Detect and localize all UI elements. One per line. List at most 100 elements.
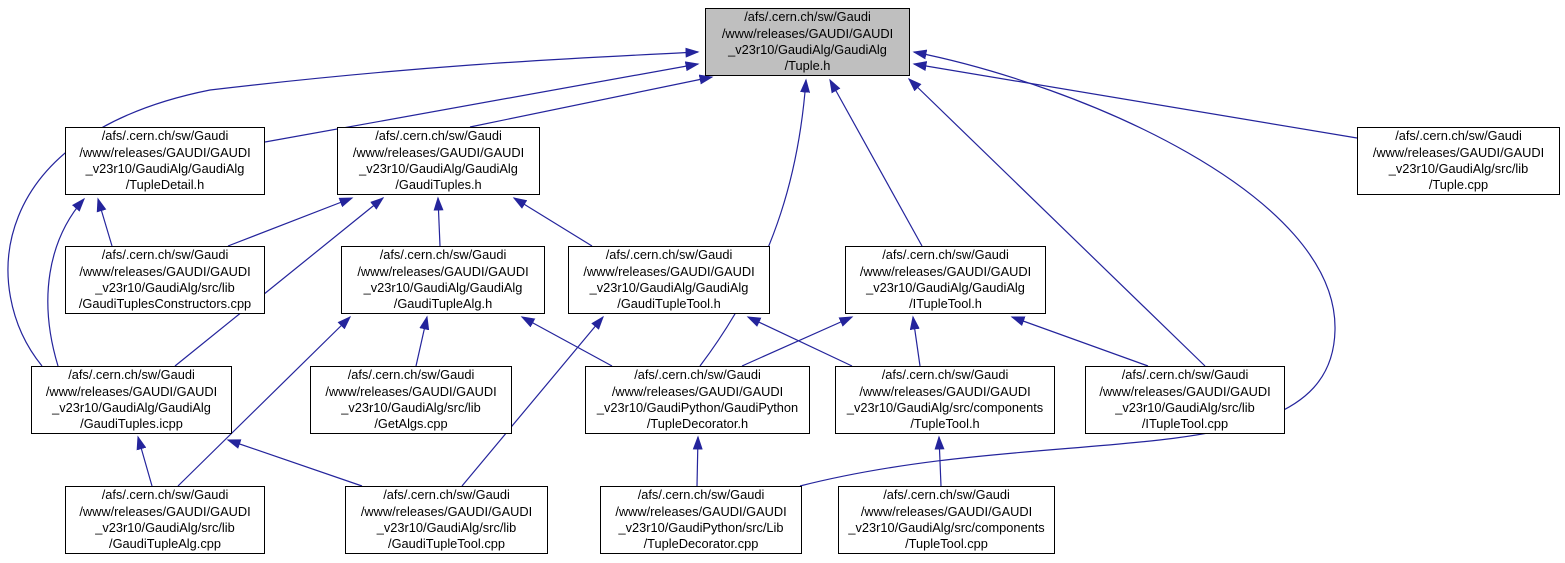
node-label-line-2: /www/releases/GAUDI/GAUDI	[79, 144, 251, 160]
node-label-line-1: /afs/.cern.ch/sw/Gaudi	[68, 367, 195, 383]
edge-gaudituplesconstructors-cpp-to-gaudituples-h	[227, 197, 354, 247]
node-tupledetail-h[interactable]: /afs/.cern.ch/sw/Gaudi /www/releases/GAU…	[65, 127, 265, 195]
edge-gauditupletool-cpp-to-gaudituples-icpp	[226, 439, 363, 487]
node-gaudituplealg-h[interactable]: /afs/.cern.ch/sw/Gaudi /www/releases/GAU…	[341, 246, 545, 314]
node-label-line-1: /afs/.cern.ch/sw/Gaudi	[375, 128, 502, 144]
node-gaudituplealg-cpp[interactable]: /afs/.cern.ch/sw/Gaudi /www/releases/GAU…	[65, 486, 265, 554]
node-gaudituplesconstructors-cpp[interactable]: /afs/.cern.ch/sw/Gaudi /www/releases/GAU…	[65, 246, 265, 314]
node-label-line-1: /afs/.cern.ch/sw/Gaudi	[101, 487, 229, 503]
node-label-line-4: /Tuple.h	[784, 58, 831, 74]
node-label-line-2: /www/releases/GAUDI/GAUDI	[1372, 144, 1545, 160]
node-gauditupletool-h[interactable]: /afs/.cern.ch/sw/Gaudi /www/releases/GAU…	[568, 246, 770, 314]
node-label-line-4: /TupleTool.h	[910, 416, 980, 432]
node-label-line-1: /afs/.cern.ch/sw/Gaudi	[379, 247, 507, 263]
node-label-line-4: /GaudiTuples.icpp	[80, 416, 183, 432]
node-tupledecorator-cpp[interactable]: /afs/.cern.ch/sw/Gaudi /www/releases/GAU…	[600, 486, 802, 554]
edge-gaudituples-icpp-to-tuple-h	[7, 47, 700, 367]
edge-gaudituplealg-cpp-to-gaudituples-icpp	[136, 435, 153, 487]
node-label-line-2: /www/releases/GAUDI/GAUDI	[583, 263, 755, 279]
edge-itupletool-cpp-to-tuple-h	[907, 77, 1206, 367]
node-label-line-4: /GaudiTupleTool.cpp	[388, 536, 505, 552]
node-label-line-1: /afs/.cern.ch/sw/Gaudi	[882, 247, 1009, 263]
node-label-line-2: /www/releases/GAUDI/GAUDI	[860, 503, 1033, 519]
node-label-line-4: /ITupleTool.cpp	[1141, 416, 1229, 432]
node-label-line-2: /www/releases/GAUDI/GAUDI	[721, 25, 894, 41]
node-label-line-3: _v23r10/GaudiAlg/src/lib	[1115, 400, 1255, 415]
node-label-line-1: /afs/.cern.ch/sw/Gaudi	[883, 487, 1010, 503]
node-label-line-3: _v23r10/GaudiAlg/GaudiAlg	[52, 400, 211, 415]
edge-getalgs-cpp-to-gaudituplealg-h	[415, 315, 430, 367]
edge-itupletool-cpp-to-itupletool-h	[1010, 316, 1149, 367]
node-label-line-3: _v23r10/GaudiAlg/GaudiAlg	[85, 161, 245, 176]
node-label-line-4: /GaudiTuples.h	[395, 177, 482, 193]
node-label-line-4: /Tuple.cpp	[1428, 177, 1489, 193]
node-label-line-2: /www/releases/GAUDI/GAUDI	[352, 144, 525, 160]
node-label-line-2: /www/releases/GAUDI/GAUDI	[859, 383, 1031, 399]
node-label-line-4: /ITupleTool.h	[909, 296, 982, 312]
include-edges	[7, 47, 1358, 487]
node-label-line-1: /afs/.cern.ch/sw/Gaudi	[637, 487, 765, 503]
node-itupletool-h[interactable]: /afs/.cern.ch/sw/Gaudi /www/releases/GAU…	[845, 246, 1046, 314]
node-tupledecorator-h[interactable]: /afs/.cern.ch/sw/Gaudi /www/releases/GAU…	[585, 366, 810, 434]
node-label-line-1: /afs/.cern.ch/sw/Gaudi	[881, 367, 1009, 383]
edge-tupledecorator-h-to-itupletool-h	[741, 316, 854, 367]
edge-gaudituples-h-to-tuple-h	[469, 74, 714, 128]
node-label-line-4: /GaudiTupleAlg.h	[393, 296, 493, 312]
node-gauditupletool-cpp[interactable]: /afs/.cern.ch/sw/Gaudi /www/releases/GAU…	[345, 486, 548, 554]
node-label-line-3: _v23r10/GaudiPython/src/Lib	[618, 520, 784, 535]
node-label-line-3: _v23r10/GaudiAlg/src/lib	[341, 400, 481, 415]
edge-tupledecorator-cpp-to-tuple-h	[799, 49, 1336, 487]
edge-tupledecorator-cpp-to-tupledecorator-h	[692, 435, 703, 487]
node-label-line-2: /www/releases/GAUDI/GAUDI	[357, 263, 529, 279]
node-label-line-3: _v23r10/GaudiPython/GaudiPython	[596, 400, 799, 415]
node-label-line-2: /www/releases/GAUDI/GAUDI	[615, 503, 787, 519]
node-tupletool-cpp[interactable]: /afs/.cern.ch/sw/Gaudi /www/releases/GAU…	[838, 486, 1055, 554]
edge-tupledecorator-h-to-tuple-h	[699, 78, 811, 367]
node-label-line-2: /www/releases/GAUDI/GAUDI	[859, 263, 1032, 279]
node-label-line-1: /afs/.cern.ch/sw/Gaudi	[1121, 367, 1249, 383]
edge-tuple-cpp-to-tuple-h	[912, 61, 1358, 139]
node-label-line-1: /afs/.cern.ch/sw/Gaudi	[744, 9, 871, 25]
node-label-line-2: /www/releases/GAUDI/GAUDI	[360, 503, 533, 519]
node-gaudituples-h[interactable]: /afs/.cern.ch/sw/Gaudi /www/releases/GAU…	[337, 127, 540, 195]
node-label-line-2: /www/releases/GAUDI/GAUDI	[79, 503, 251, 519]
node-label-line-4: /GetAlgs.cpp	[374, 416, 448, 432]
node-label-line-4: /TupleDetail.h	[125, 177, 205, 193]
node-label-line-1: /afs/.cern.ch/sw/Gaudi	[101, 247, 229, 263]
node-label-line-3: _v23r10/GaudiAlg/src/lib	[1388, 161, 1529, 176]
node-label-line-3: _v23r10/GaudiAlg/src/lib	[376, 520, 517, 535]
node-label-line-1: /afs/.cern.ch/sw/Gaudi	[1395, 128, 1522, 144]
node-label-line-3: _v23r10/GaudiAlg/GaudiAlg	[866, 280, 1025, 295]
edge-gauditupletool-h-to-gaudituples-h	[512, 197, 593, 247]
edge-gaudituplesconstructors-cpp-to-tupledetail-h	[96, 197, 113, 247]
node-itupletool-cpp[interactable]: /afs/.cern.ch/sw/Gaudi /www/releases/GAU…	[1085, 366, 1285, 434]
node-getalgs-cpp[interactable]: /afs/.cern.ch/sw/Gaudi /www/releases/GAU…	[310, 366, 512, 434]
node-label-line-4: /GaudiTupleTool.h	[617, 296, 721, 312]
edge-tupletool-h-to-gauditupletool-h	[746, 316, 853, 367]
node-tuple-cpp[interactable]: /afs/.cern.ch/sw/Gaudi /www/releases/GAU…	[1357, 127, 1560, 195]
node-tupletool-h[interactable]: /afs/.cern.ch/sw/Gaudi /www/releases/GAU…	[835, 366, 1055, 434]
node-label-line-3: _v23r10/GaudiAlg/src/components	[846, 400, 1044, 415]
edge-gauditupletool-cpp-to-gauditupletool-h	[461, 315, 604, 487]
node-label-line-1: /afs/.cern.ch/sw/Gaudi	[101, 128, 229, 144]
node-label-line-3: _v23r10/GaudiAlg/GaudiAlg	[363, 280, 523, 295]
node-label-line-3: _v23r10/GaudiAlg/GaudiAlg	[728, 42, 887, 57]
node-label-line-3: _v23r10/GaudiAlg/GaudiAlg	[359, 161, 518, 176]
edge-gaudituplealg-cpp-to-gaudituplealg-h	[177, 315, 352, 487]
node-label-line-1: /afs/.cern.ch/sw/Gaudi	[383, 487, 510, 503]
node-label-line-2: /www/releases/GAUDI/GAUDI	[1099, 383, 1271, 399]
node-label-line-1: /afs/.cern.ch/sw/Gaudi	[605, 247, 733, 263]
edge-gaudituples-icpp-to-gaudituples-h	[174, 197, 385, 367]
node-label-line-2: /www/releases/GAUDI/GAUDI	[611, 383, 784, 399]
node-gaudituples-icpp[interactable]: /afs/.cern.ch/sw/Gaudi /www/releases/GAU…	[31, 366, 232, 434]
edge-gaudituples-icpp-to-tupledetail-h	[47, 197, 85, 367]
edge-gaudituplealg-h-to-gaudituples-h	[433, 196, 444, 247]
node-label-line-4: /TupleDecorator.cpp	[643, 536, 759, 552]
node-label-line-3: _v23r10/GaudiAlg/GaudiAlg	[589, 280, 749, 295]
node-label-line-2: /www/releases/GAUDI/GAUDI	[79, 263, 251, 279]
node-label-line-3: _v23r10/GaudiAlg/src/components	[848, 520, 1045, 535]
node-label-line-1: /afs/.cern.ch/sw/Gaudi	[634, 367, 761, 383]
edge-itupletool-h-to-tuple-h	[829, 78, 923, 247]
edge-tupletool-h-to-itupletool-h	[909, 315, 921, 367]
